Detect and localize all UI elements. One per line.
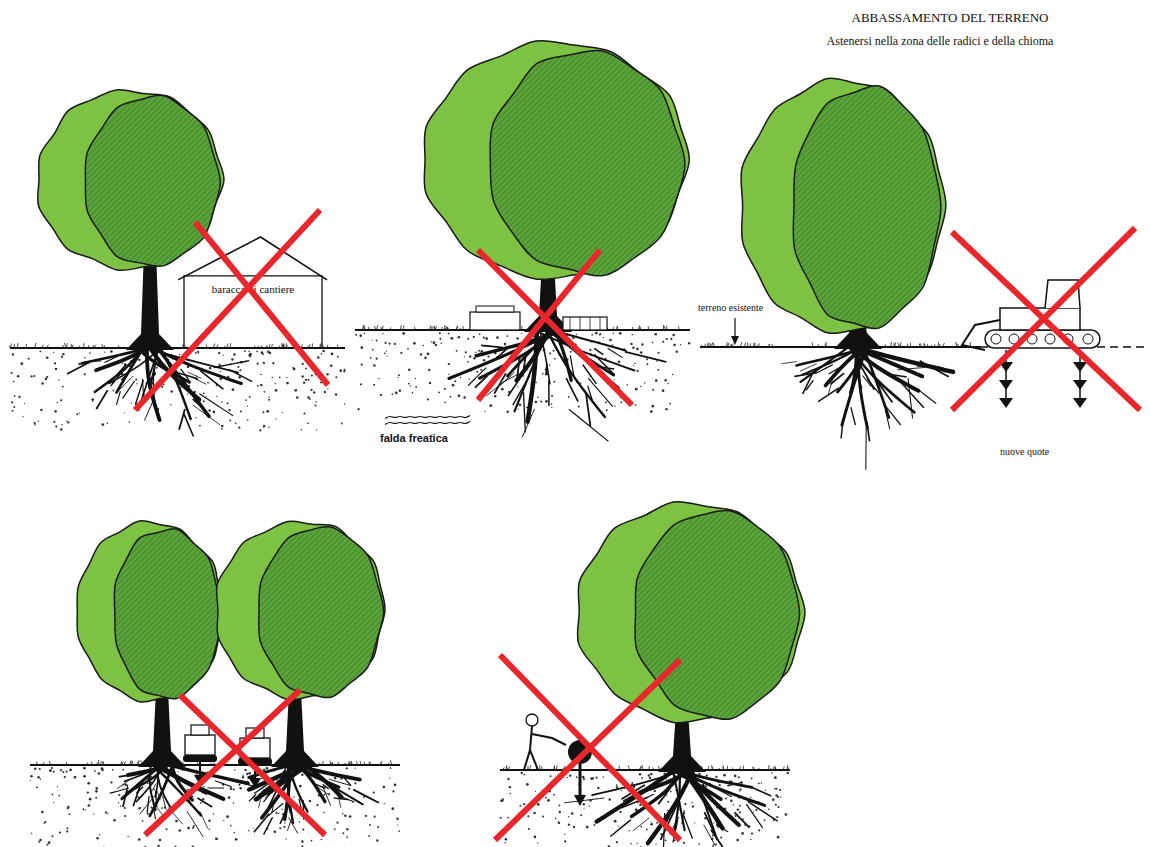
diagram-title: ABBASSAMENTO DEL TERRENO	[760, 10, 1140, 26]
annotation-label: Astenersi nella zona delle radici e dell…	[740, 34, 1140, 49]
prohibition-cross	[495, 655, 680, 840]
ground	[355, 325, 690, 413]
site-hut: baracca di cantiere	[178, 235, 328, 350]
annotation-label: terreno esistente	[698, 302, 808, 313]
node-text: baracca di cantiere	[186, 283, 320, 295]
ground	[500, 765, 790, 847]
equipment	[183, 280, 1100, 806]
ground	[30, 760, 400, 847]
ground	[9, 343, 346, 432]
annotation-label: nuove quote	[1000, 446, 1100, 457]
prohibition-cross	[135, 210, 328, 410]
prohibition-cross	[478, 250, 632, 405]
tree	[741, 78, 953, 470]
tree	[38, 90, 252, 437]
tree	[217, 521, 385, 834]
prohibition-cross	[145, 690, 325, 835]
tree	[424, 41, 689, 442]
annotation-label: falda freatica	[380, 432, 490, 444]
prohibition-cross	[952, 228, 1140, 410]
tree	[564, 502, 805, 847]
